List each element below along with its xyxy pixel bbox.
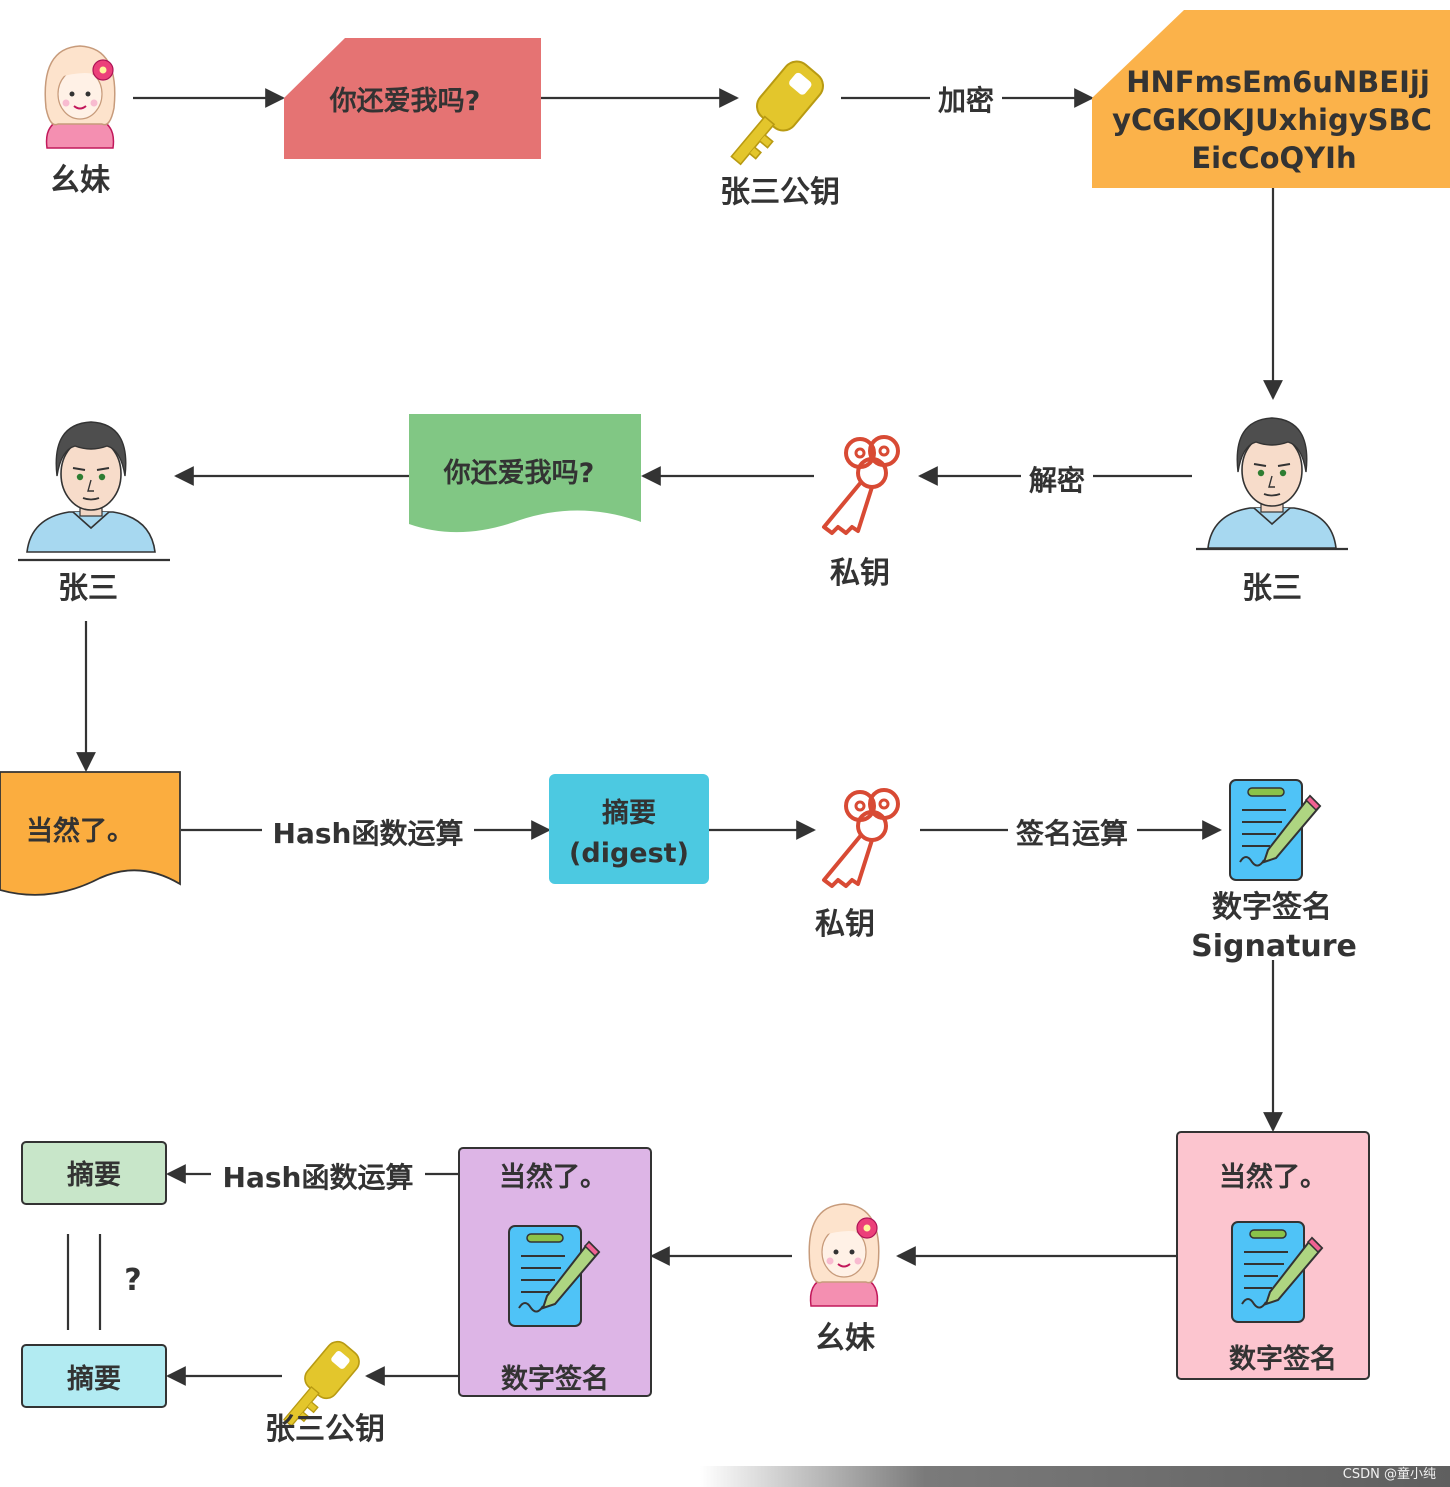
message-shape [284,38,541,159]
digest-line-2: (digest) [569,838,689,869]
girl-avatar-bottom-icon [808,1203,880,1307]
private-key-sign-icon [822,788,900,888]
reply-shape [0,771,181,896]
purple-doc-footer: 数字签名 [501,1363,609,1395]
hash-label-1: Hash函数运算 [273,817,464,850]
privkey-sign-label: 私钥 [815,907,875,942]
sign-label: 签名运算 [1016,817,1128,850]
purple-doc-title: 当然了。 [499,1161,607,1193]
compare-question: ? [124,1263,141,1298]
digest-line-1: 摘要 [602,797,656,829]
public-key-icon [718,54,830,176]
signature-label-cn: 数字签名 [1212,890,1332,925]
encrypt-label: 加密 [938,84,994,117]
zhangsan-left-label: 张三 [58,571,118,606]
pink-doc-footer: 数字签名 [1229,1343,1337,1375]
zhangsan-left-avatar-icon [26,421,156,553]
girl-avatar-icon [44,45,116,149]
signature-document-icon [1229,779,1321,881]
private-key-icon [822,435,900,535]
digest-box [549,774,709,884]
digest-green-text: 摘要 [67,1159,121,1191]
watermark-text: CSDN @童小纯 [1342,1467,1436,1482]
reply-text: 当然了。 [26,815,134,847]
hash-label-2: Hash函数运算 [223,1161,414,1194]
digest-green-box [21,1141,167,1205]
zhangsan-right-label: 张三 [1242,571,1302,606]
message-text: 你还爱我吗? [329,86,481,117]
yaomei-label: 幺妹 [50,163,110,198]
pubkey-label: 张三公钥 [720,175,840,210]
ciphertext-shape [1092,10,1450,188]
digest-cyan-box [21,1344,167,1408]
privkey-label: 私钥 [830,556,890,591]
yaomei-bottom-label: 幺妹 [815,1321,875,1356]
plaintext-text: 你还爱我吗? [443,458,595,489]
cipher-line-3: EicCoQYIh [1191,141,1356,175]
signature-label-en: Signature [1191,929,1357,964]
decrypt-label: 解密 [1029,464,1085,497]
watermark-bar [700,1466,1450,1487]
digest-cyan-text: 摘要 [67,1363,121,1395]
cipher-line-1: HNFmsEm6uNBEIjj [1126,65,1430,99]
cipher-line-2: yCGKOKJUxhigySBC [1112,103,1432,137]
pubkey-bottom-label: 张三公钥 [265,1412,385,1447]
pink-doc-title: 当然了。 [1219,1161,1327,1193]
zhangsan-avatar-icon [1207,417,1337,549]
plaintext-shape [409,414,641,533]
